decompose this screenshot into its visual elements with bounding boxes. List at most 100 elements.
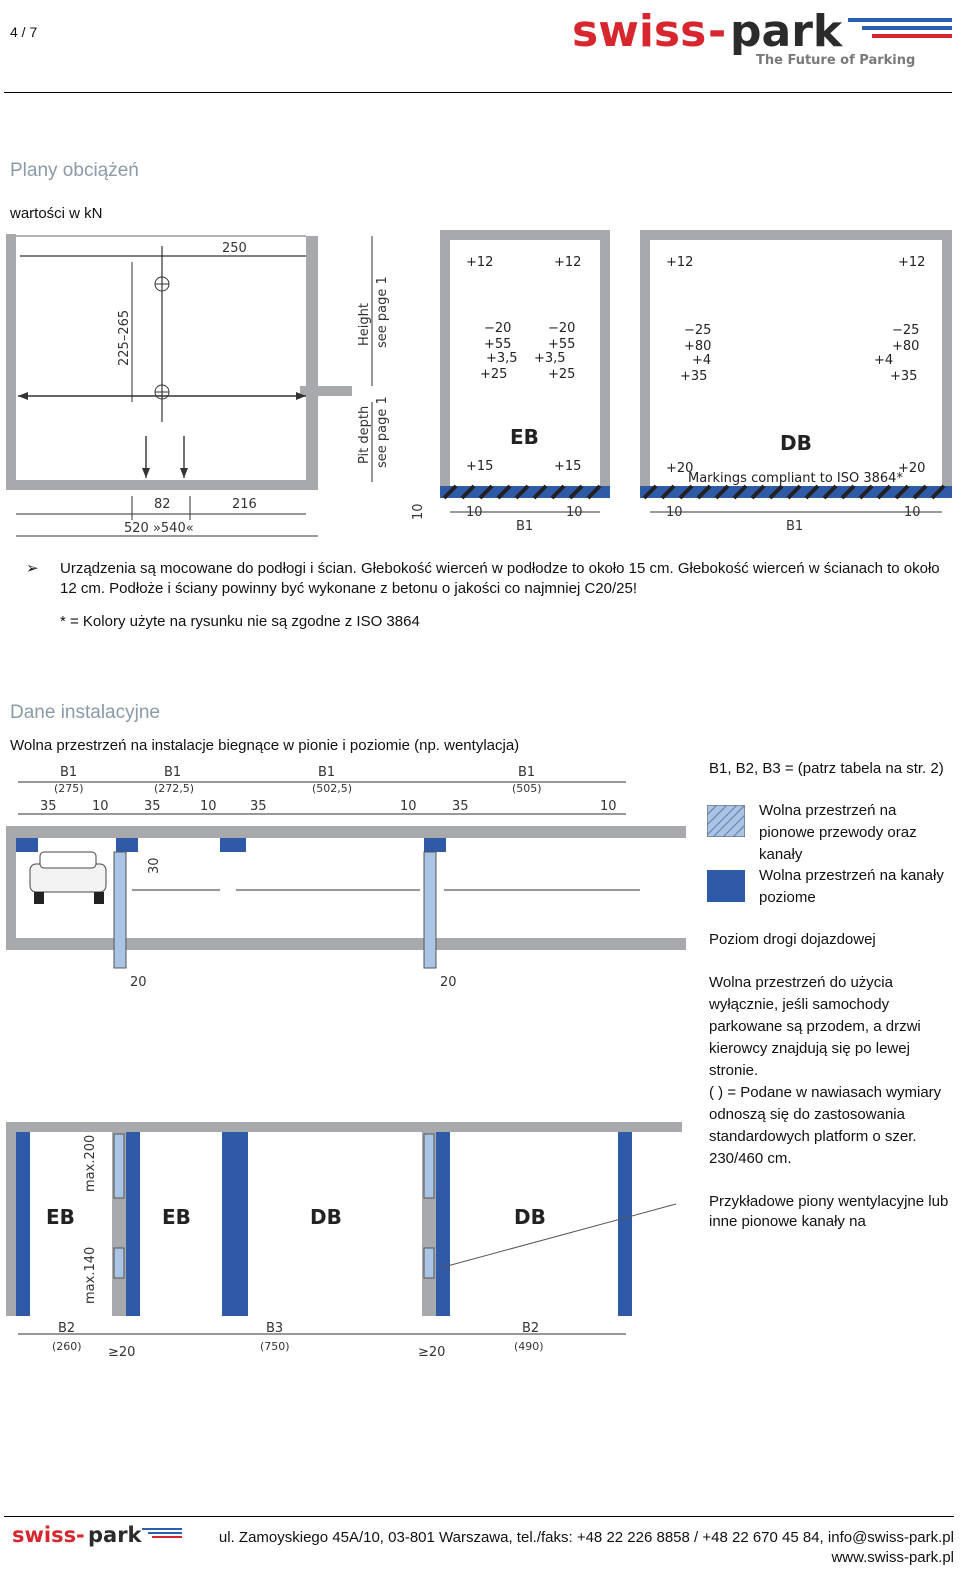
dim-35-a: 35: [40, 799, 57, 814]
eb-label: EB: [510, 425, 539, 449]
db-mid-left-2: +4: [692, 353, 711, 368]
arrow-bullet-icon: ➢: [26, 560, 39, 577]
footer-website[interactable]: www.swiss-park.pl: [831, 1549, 954, 1566]
solid-legend-text: Wolna przestrzeń na kanały poziome: [759, 867, 944, 906]
free-space-note: Wolna przestrzeń do użycia wyłącznie, je…: [709, 974, 921, 1079]
header-divider: [4, 92, 952, 93]
dim-max140: max.140: [83, 1247, 98, 1304]
db-mid-left-3: +35: [680, 369, 707, 384]
plan-label-eb-2: EB: [162, 1205, 191, 1229]
eb-dim-left: 10: [466, 505, 483, 520]
db-mid-right-2: +4: [874, 353, 893, 368]
car-icon: [29, 851, 107, 904]
db-bottom-left: +20: [666, 461, 693, 476]
db-top-right: +12: [898, 255, 925, 270]
units-subtitle: wartości w kN: [10, 205, 103, 222]
dim-20-a: 20: [130, 975, 147, 990]
eb-bottom-right: +15: [554, 459, 581, 474]
b1-value-3: (505): [512, 782, 542, 795]
db-markings-note: Markings compliant to ISO 3864*: [688, 471, 903, 486]
eb-mid-right-0: −20: [548, 321, 575, 336]
see-page-1-pit: see page 1: [375, 396, 390, 468]
b2-value-a: (260): [52, 1340, 82, 1353]
color-note: * = Kolory użyte na rysunku nie są zgodn…: [60, 613, 420, 630]
db-dim-b1: B1: [786, 519, 803, 534]
dim-225-265: 225–265: [117, 310, 132, 366]
b1-label-1: B1: [164, 765, 181, 780]
svg-text:-: -: [76, 1523, 85, 1547]
b1-label-2: B1: [318, 765, 335, 780]
b1-value-0: (275): [54, 782, 84, 795]
plan-label-db-2: DB: [514, 1205, 546, 1229]
eb-dim-right: 10: [566, 505, 583, 520]
dim-30: 30: [147, 857, 162, 874]
eb-mid-left-1: +55: [484, 337, 511, 352]
dim-35-b: 35: [144, 799, 161, 814]
footer-contact: ul. Zamoyskiego 45A/10, 03-801 Warszawa,…: [188, 1528, 954, 1568]
b3-value: (750): [260, 1340, 290, 1353]
dim-20-b: 20: [440, 975, 457, 990]
db-mid-right-3: +35: [890, 369, 917, 384]
dim-82: 82: [154, 497, 171, 512]
section-title-installation: Dane instalacyjne: [10, 702, 160, 723]
dim-10-d: 10: [600, 799, 617, 814]
plan-label-db-1: DB: [310, 1205, 342, 1229]
dim-35-c: 35: [250, 799, 267, 814]
db-dim-left: 10: [666, 505, 683, 520]
eb-mid-right-2: +3,5: [534, 351, 566, 366]
dim-10-c: 10: [400, 799, 417, 814]
footer-logo: swiss - park: [12, 1520, 184, 1550]
pit-depth-label: Pit depth: [357, 406, 372, 464]
dim-216: 216: [232, 497, 257, 512]
dim-10: 10: [411, 503, 426, 520]
dim-max200: max.200: [83, 1135, 98, 1192]
db-load-plan: +12 +12 −25 +80 +4 +35 −25 +80 +4 +35 DB…: [640, 230, 952, 534]
b2-label-b: B2: [522, 1321, 539, 1336]
plan-label-eb-1: EB: [46, 1205, 75, 1229]
b-reference-note: B1, B2, B3 = (patrz tabela na str. 2): [709, 760, 944, 777]
b1-value-2: (502,5): [312, 782, 352, 795]
db-mid-left-1: +80: [684, 339, 711, 354]
dim-10-b: 10: [200, 799, 217, 814]
installation-subtitle: Wolna przestrzeń na instalacje biegnące …: [10, 737, 520, 754]
side-section-drawing: 250 225–265 Height see page 1 Pit depth …: [6, 234, 426, 537]
b1-value-1: (272,5): [154, 782, 194, 795]
parenthesis-note: ( ) = Podane w nawiasach wymiary odnoszą…: [709, 1084, 942, 1167]
eb-mid-right-1: +55: [548, 337, 575, 352]
eb-load-plan: +12 +12 −20 +55 +3,5 +25 −20 +55 +3,5 +2…: [440, 230, 610, 534]
eb-mid-right-3: +25: [548, 367, 575, 382]
svg-text:swiss: swiss: [12, 1523, 76, 1547]
example-note: Przykładowe piony wentylacyjne lub inne …: [709, 1193, 949, 1230]
section-title-load-plans: Plany obciążeń: [10, 160, 139, 181]
height-label: Height: [357, 303, 372, 346]
svg-text:-: -: [708, 6, 726, 57]
logo-tagline: The Future of Parking: [756, 53, 915, 68]
db-label: DB: [780, 431, 812, 455]
db-mid-right-0: −25: [892, 323, 919, 338]
footer-address: ul. Zamoyskiego 45A/10, 03-801 Warszawa,…: [218, 1529, 954, 1546]
page-number: 4 / 7: [10, 24, 38, 40]
mounting-text: Urządzenia są mocowane do podłogi i ścia…: [60, 560, 940, 597]
dim-10-a: 10: [92, 799, 109, 814]
logo-wordmark: swiss: [572, 6, 706, 57]
solid-swatch: [707, 870, 745, 902]
eb-mid-left-0: −20: [484, 321, 511, 336]
hatched-swatch: [706, 804, 746, 838]
b2-value-b: (490): [514, 1340, 544, 1353]
b1-label-0: B1: [60, 765, 77, 780]
eb-mid-left-3: +25: [480, 367, 507, 382]
db-dim-right: 10: [904, 505, 921, 520]
installation-section-drawing: B1 B1 B1 B1 (275) (272,5) (502,5) (505) …: [6, 765, 686, 990]
swiss-park-logo: swiss - park The Future of Parking: [572, 4, 956, 70]
db-bottom-right: +20: [898, 461, 925, 476]
b1-label-3: B1: [518, 765, 535, 780]
db-mid-right-1: +80: [892, 339, 919, 354]
db-mid-left-0: −25: [684, 323, 711, 338]
eb-mid-left-2: +3,5: [486, 351, 518, 366]
dim-250: 250: [222, 241, 247, 256]
installation-plan-drawing: max.200 max.140 EB EB DB DB B2 B3 B2 (26…: [6, 1122, 682, 1360]
b2-label-a: B2: [58, 1321, 75, 1336]
mounting-bullet: ➢ Urządzenia są mocowane do podłogi i śc…: [26, 559, 956, 599]
ge20-a: ≥20: [108, 1345, 135, 1360]
eb-top-right: +12: [554, 255, 581, 270]
